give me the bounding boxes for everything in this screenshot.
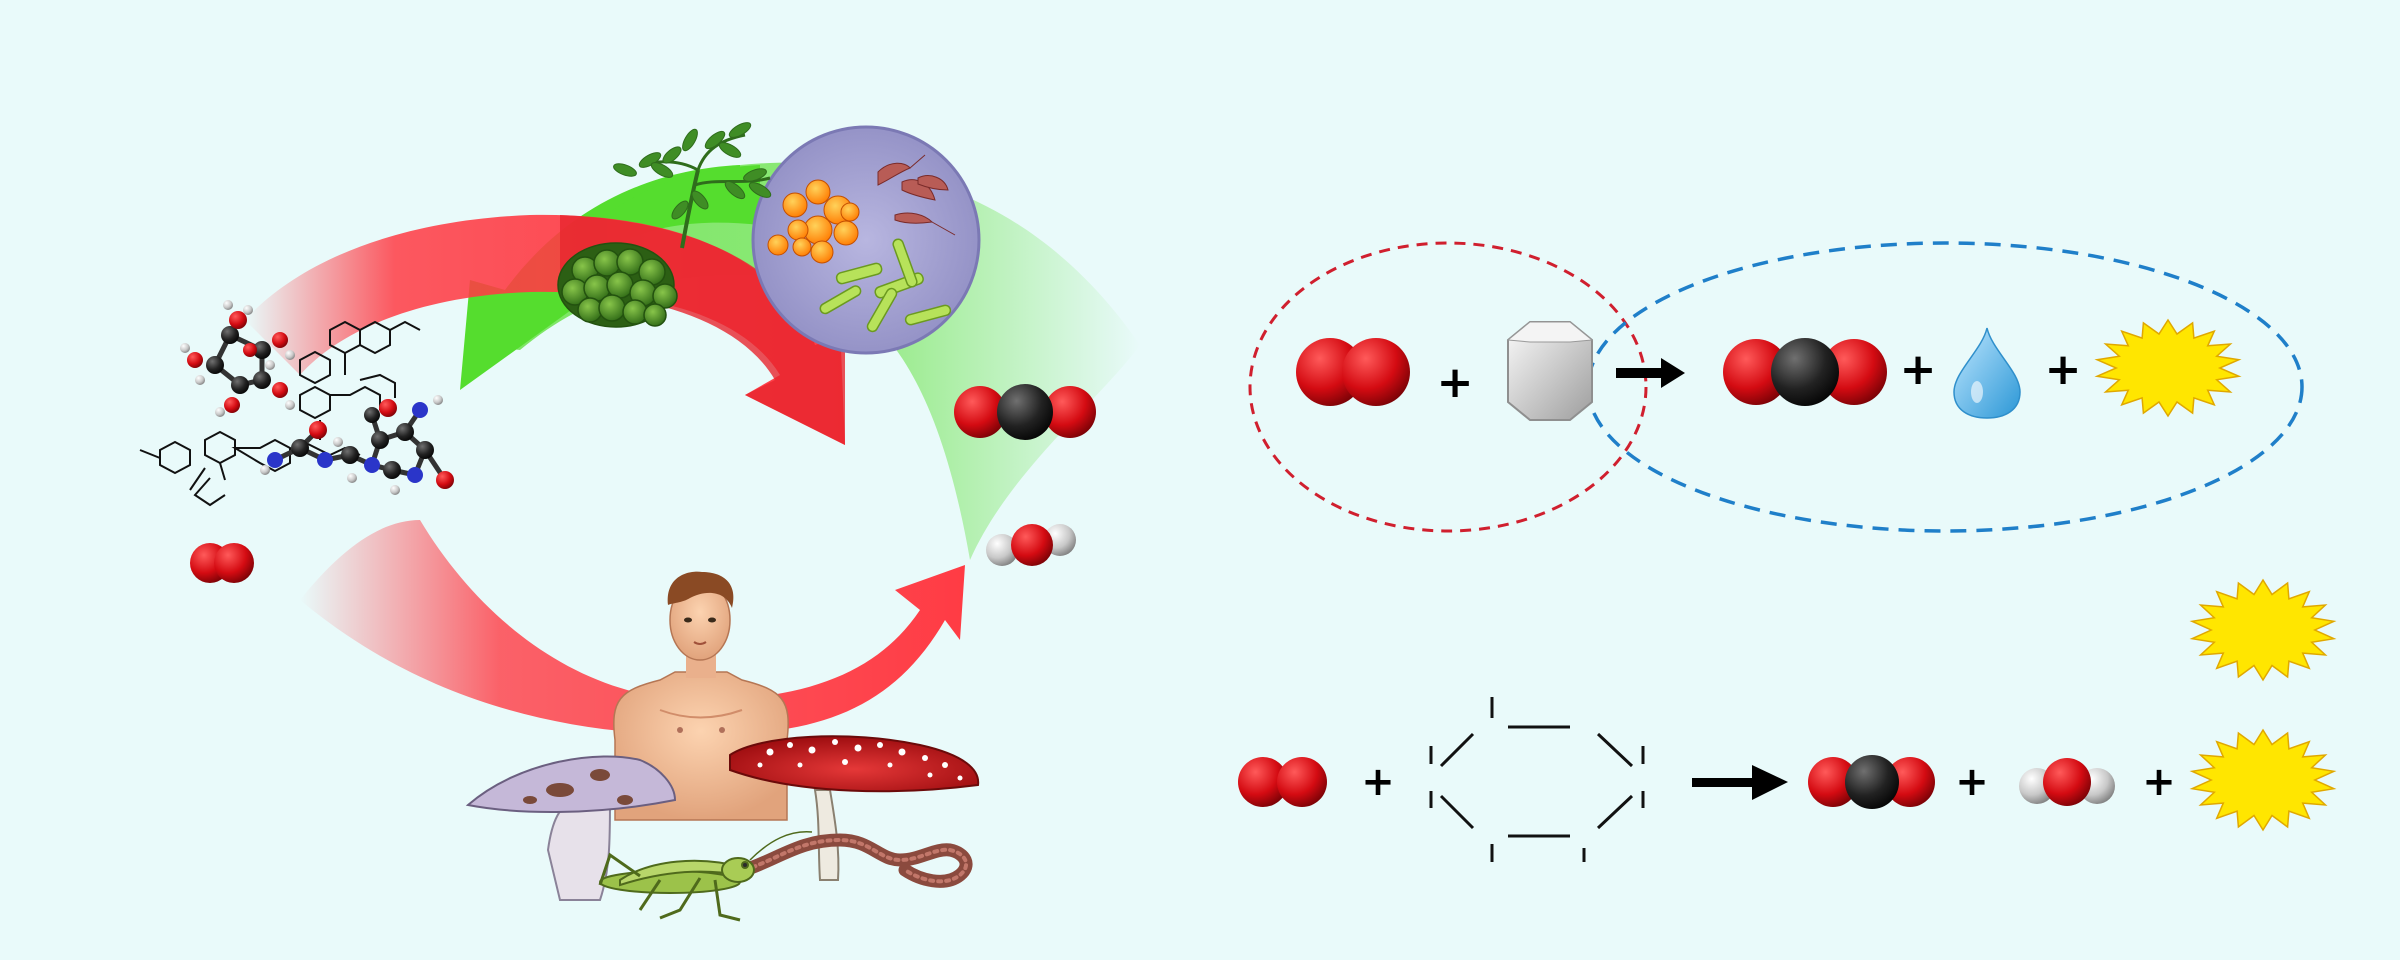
oxygen-molecule-reactant-2 xyxy=(1238,757,1327,807)
protozoa-icon xyxy=(877,154,956,236)
carbon-cycle-illustration xyxy=(139,122,1140,922)
carbon-dioxide-molecule-product xyxy=(1723,338,1887,406)
microorganisms-disc-icon xyxy=(751,125,981,355)
plus-sign: + xyxy=(1955,759,1989,805)
algae-cluster-icon xyxy=(557,242,678,328)
earthworm-icon xyxy=(738,833,973,888)
glucose-molecule-icon xyxy=(180,300,295,417)
plus-sign: + xyxy=(2045,344,2082,395)
plus-sign: + xyxy=(2142,759,2176,805)
plus-sign: + xyxy=(1437,357,1474,408)
brown-mushroom-icon xyxy=(465,755,677,901)
water-molecule-cycle xyxy=(986,524,1076,566)
dashed-hexagon-icon xyxy=(1429,697,1645,862)
reactants-boundary xyxy=(1248,241,1648,533)
water-drop-icon xyxy=(1953,327,2021,419)
energy-burst-icon xyxy=(2189,728,2337,832)
energy-burst-icon xyxy=(2189,578,2337,682)
grasshopper-icon xyxy=(598,831,813,922)
oxygen-molecule-left xyxy=(190,543,254,583)
energy-burst-icon xyxy=(2094,318,2242,418)
carbon-dioxide-molecule-cycle xyxy=(954,384,1096,440)
peptide-molecule-icon xyxy=(260,395,454,495)
fern-plant-icon xyxy=(613,122,772,249)
products-boundary xyxy=(1586,241,2304,533)
bacteria-rods-icon xyxy=(819,238,952,333)
reaction-arrow xyxy=(1616,358,1685,388)
water-molecule-product-2 xyxy=(2019,758,2115,806)
fungal-spores-icon xyxy=(767,179,860,264)
reaction-arrow-2 xyxy=(1692,765,1788,800)
respiration-equation-alternate: + + xyxy=(1238,697,2337,862)
aerobic-respiration-equation: + + + xyxy=(1248,241,2304,533)
red-cycle-arrow-bottom xyxy=(300,520,965,735)
carbon-dioxide-molecule-product-2 xyxy=(1808,755,1935,809)
oxygen-molecule-reactant xyxy=(1296,338,1410,406)
plus-sign: + xyxy=(1900,344,1937,395)
green-cycle-arrow xyxy=(460,165,740,390)
plus-sign: + xyxy=(1361,759,1395,805)
organic-molecule-hexagon-icon xyxy=(1506,321,1594,421)
